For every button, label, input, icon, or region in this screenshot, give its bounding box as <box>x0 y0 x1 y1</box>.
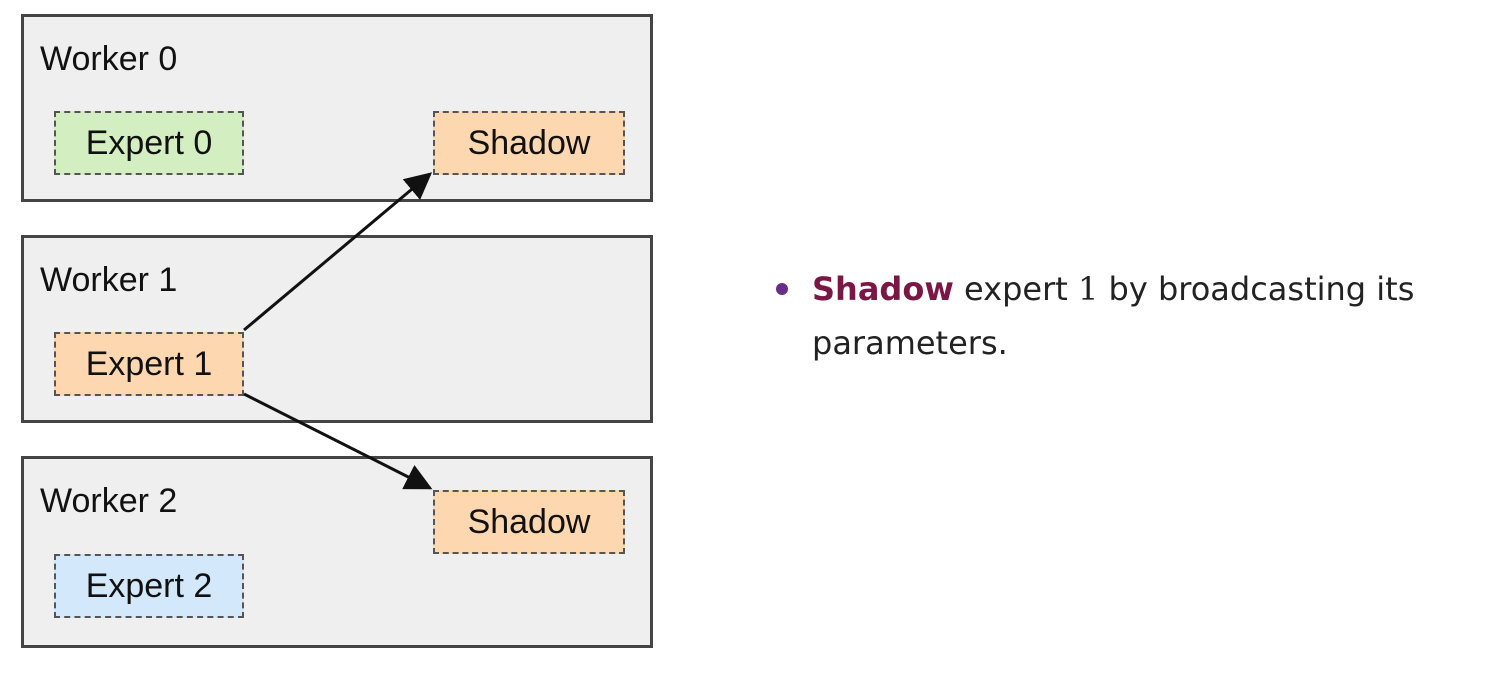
expert-2-box: Expert 2 <box>54 554 244 618</box>
bullet-text: Shadow expert 1 by broadcasting its para… <box>812 262 1432 370</box>
worker-1-title: Worker 1 <box>40 261 178 299</box>
bullet-text-part-2: by broadcasting its parameters. <box>812 270 1415 362</box>
bullet-keyword: Shadow <box>812 270 954 308</box>
bullet-math: 1 <box>1077 270 1099 308</box>
worker-2-title: Worker 2 <box>40 482 178 520</box>
worker-0-title: Worker 0 <box>40 40 178 78</box>
bullet-text-part-1: expert <box>953 270 1078 308</box>
worker-0-panel: Worker 0 Expert 0 Shadow <box>21 14 653 202</box>
expert-0-box: Expert 0 <box>54 111 244 175</box>
worker-1-panel: Worker 1 Expert 1 <box>21 235 653 423</box>
expert-1-box: Expert 1 <box>54 332 244 396</box>
worker-2-panel: Worker 2 Shadow Expert 2 <box>21 456 653 648</box>
shadow-box-worker-0: Shadow <box>433 111 625 175</box>
shadow-box-worker-2: Shadow <box>433 490 625 554</box>
bullet-dot-icon <box>776 283 788 295</box>
